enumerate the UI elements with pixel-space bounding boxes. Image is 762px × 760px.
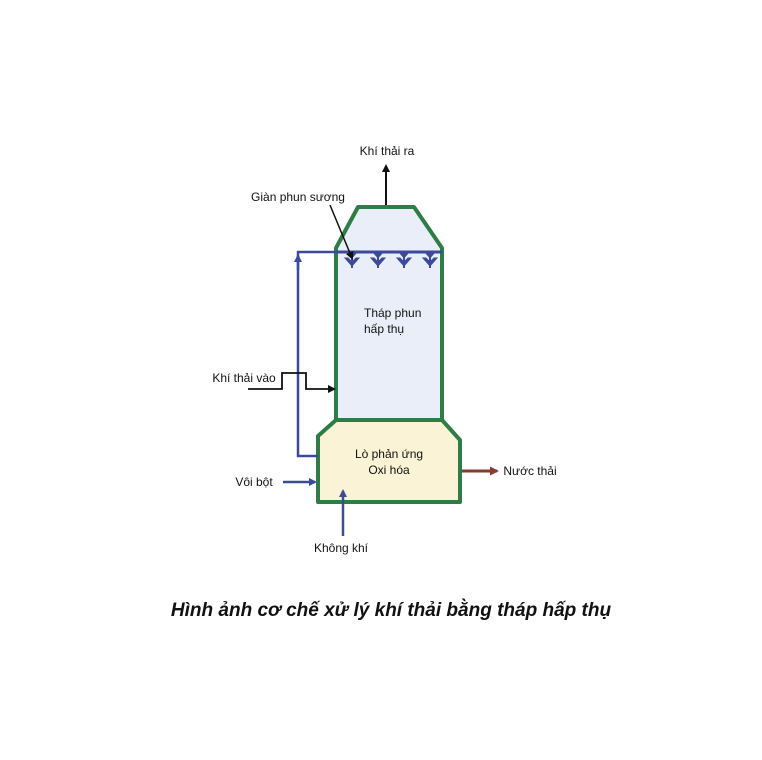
spray-rack-leader: [329, 204, 354, 260]
recirculation-pipe: [296, 250, 336, 458]
reactor-body: [316, 418, 462, 504]
tower-label-line1: Tháp phun: [364, 306, 421, 320]
spray-nozzle: [421, 251, 439, 268]
exhaust-in-pipe: [248, 372, 336, 393]
exhaust-in-label: Khí thải vào: [212, 371, 276, 385]
air-label: Không khí: [314, 541, 369, 555]
spray-nozzles: [343, 251, 439, 268]
lime-label: Vôi bột: [235, 475, 273, 489]
wastewater-label: Nước thải: [503, 464, 556, 478]
tower-label-line2: hấp thụ: [364, 322, 404, 336]
reactor-label-line2: Oxi hóa: [368, 463, 410, 477]
figure-caption: Hình ảnh cơ chế xử lý khí thải bằng tháp…: [171, 599, 612, 621]
exhaust-out-label: Khí thải ra: [360, 144, 415, 158]
spray-nozzle: [395, 251, 413, 268]
spray-rack-label: Giàn phun sương: [251, 190, 345, 204]
spray-nozzle: [369, 251, 387, 268]
absorption-tower-body: [334, 205, 444, 422]
reactor-label-line1: Lò phản ứng: [355, 447, 423, 461]
